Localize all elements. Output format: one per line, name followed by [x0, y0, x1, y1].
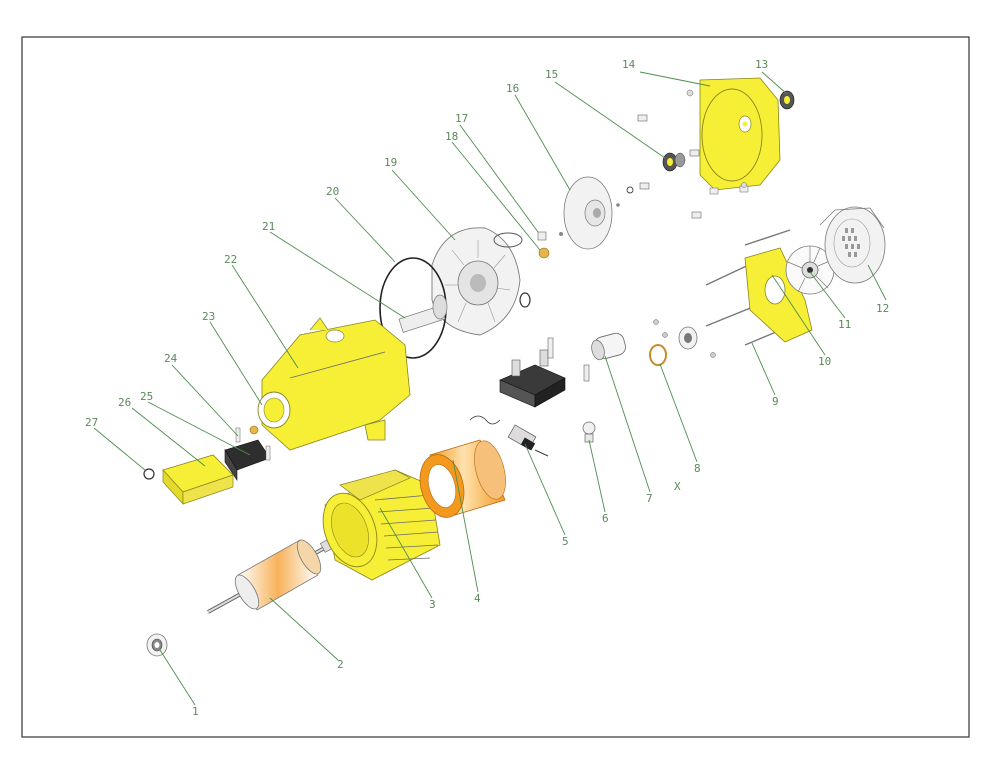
- callout-label-22: 22: [224, 253, 237, 266]
- callout-1: 1: [159, 649, 199, 718]
- part-4-stator: [419, 415, 506, 518]
- part-2-rotor-shaft: [207, 537, 337, 614]
- callout-12: 12: [867, 264, 889, 315]
- part-13-seal: [779, 90, 795, 110]
- callout-label-21: 21: [262, 220, 275, 233]
- callout-24: 24: [164, 352, 239, 437]
- callout-label-6: 6: [602, 512, 609, 525]
- callout-27: 27: [85, 416, 146, 471]
- callout-label-3: 3: [429, 598, 436, 611]
- part-23-screw: [249, 425, 259, 435]
- part-22-pump-body: [257, 317, 411, 451]
- callout-10: 10: [771, 274, 831, 368]
- callout-15: 15: [545, 68, 666, 159]
- part-1-bearing: [146, 633, 168, 657]
- part-10-rear-bracket: [744, 247, 813, 343]
- part-19-impeller-housing: [431, 227, 531, 336]
- callout-label-20: 20: [326, 185, 339, 198]
- drawing-frame: [21, 36, 970, 738]
- callout-label-12: 12: [876, 302, 889, 315]
- callout-20: 20: [326, 185, 396, 263]
- part-21-shaft-sleeve: [398, 294, 448, 333]
- part-8-o-ring: [649, 344, 667, 366]
- callout-23: 23: [202, 310, 263, 406]
- callout-4: 4: [452, 459, 481, 605]
- callout-19: 19: [384, 156, 456, 241]
- callout-22: 22: [224, 253, 299, 369]
- washers-center: [653, 319, 716, 358]
- callout-label-24: 24: [164, 352, 178, 365]
- callout-7: 7: [604, 355, 653, 505]
- callout-label-15: 15: [545, 68, 558, 81]
- callout-8: 8: [659, 363, 701, 475]
- callout-21: 21: [262, 220, 406, 319]
- callout-6: 6: [588, 439, 609, 525]
- callout-label-11: 11: [838, 318, 851, 331]
- part-16-diffuser-disc: [563, 176, 613, 250]
- callout-5: 5: [524, 443, 569, 548]
- callout-label-16: 16: [506, 82, 519, 95]
- callout-label-27: 27: [85, 416, 98, 429]
- callout-label-8: 8: [694, 462, 701, 475]
- part-7-capacitor: [591, 332, 626, 361]
- callout-label-9: 9: [772, 395, 779, 408]
- part-14-pump-cover: [699, 77, 781, 195]
- callout-label-4: 4: [474, 592, 481, 605]
- bolts-pump-cover: [637, 89, 747, 219]
- callout-18: 18: [445, 130, 541, 251]
- part-17-nut: [537, 231, 563, 241]
- callout-label-18: 18: [445, 130, 458, 143]
- callout-label-17: 17: [455, 112, 468, 125]
- part-cable-bracket: [499, 349, 566, 408]
- callout-17: 17: [455, 112, 539, 233]
- callout-11: 11: [809, 271, 851, 331]
- part-18-brass-nut: [538, 247, 550, 259]
- part-26-terminal-box-cover: [162, 454, 234, 505]
- part-6-plug: [582, 421, 596, 443]
- callout-label-13: 13: [755, 58, 768, 71]
- callout-label-10: 10: [818, 355, 831, 368]
- callout-label-7: 7: [646, 492, 653, 505]
- part-11-fan: [785, 245, 835, 295]
- part-27-cable-gland: [143, 468, 155, 480]
- part-15-mechanical-seal: [616, 152, 686, 207]
- callout-label-1: 1: [192, 705, 199, 718]
- callout-26: 26: [118, 396, 206, 467]
- screw-set-center: [547, 337, 590, 382]
- callout-label-19: 19: [384, 156, 397, 169]
- callout-label-26: 26: [118, 396, 131, 409]
- callout-label-5: 5: [562, 535, 569, 548]
- callout-14: 14: [622, 58, 711, 87]
- callout-label-2: 2: [337, 658, 344, 671]
- callout-13: 13: [755, 58, 788, 95]
- callout-label-25: 25: [140, 390, 153, 403]
- part-3-motor-housing: [322, 469, 441, 581]
- extra-mark-x: X: [674, 480, 681, 493]
- callout-label-14: 14: [622, 58, 636, 71]
- part-12-fan-cover: [819, 206, 886, 284]
- callout-16: 16: [506, 82, 571, 191]
- callout-9: 9: [751, 342, 779, 408]
- callout-25: 25: [140, 390, 251, 456]
- part-bearing-right: [678, 326, 698, 350]
- callout-3: 3: [379, 507, 436, 611]
- callout-2: 2: [269, 597, 344, 671]
- callout-label-23: 23: [202, 310, 215, 323]
- part-5-terminal-connector: [507, 424, 549, 457]
